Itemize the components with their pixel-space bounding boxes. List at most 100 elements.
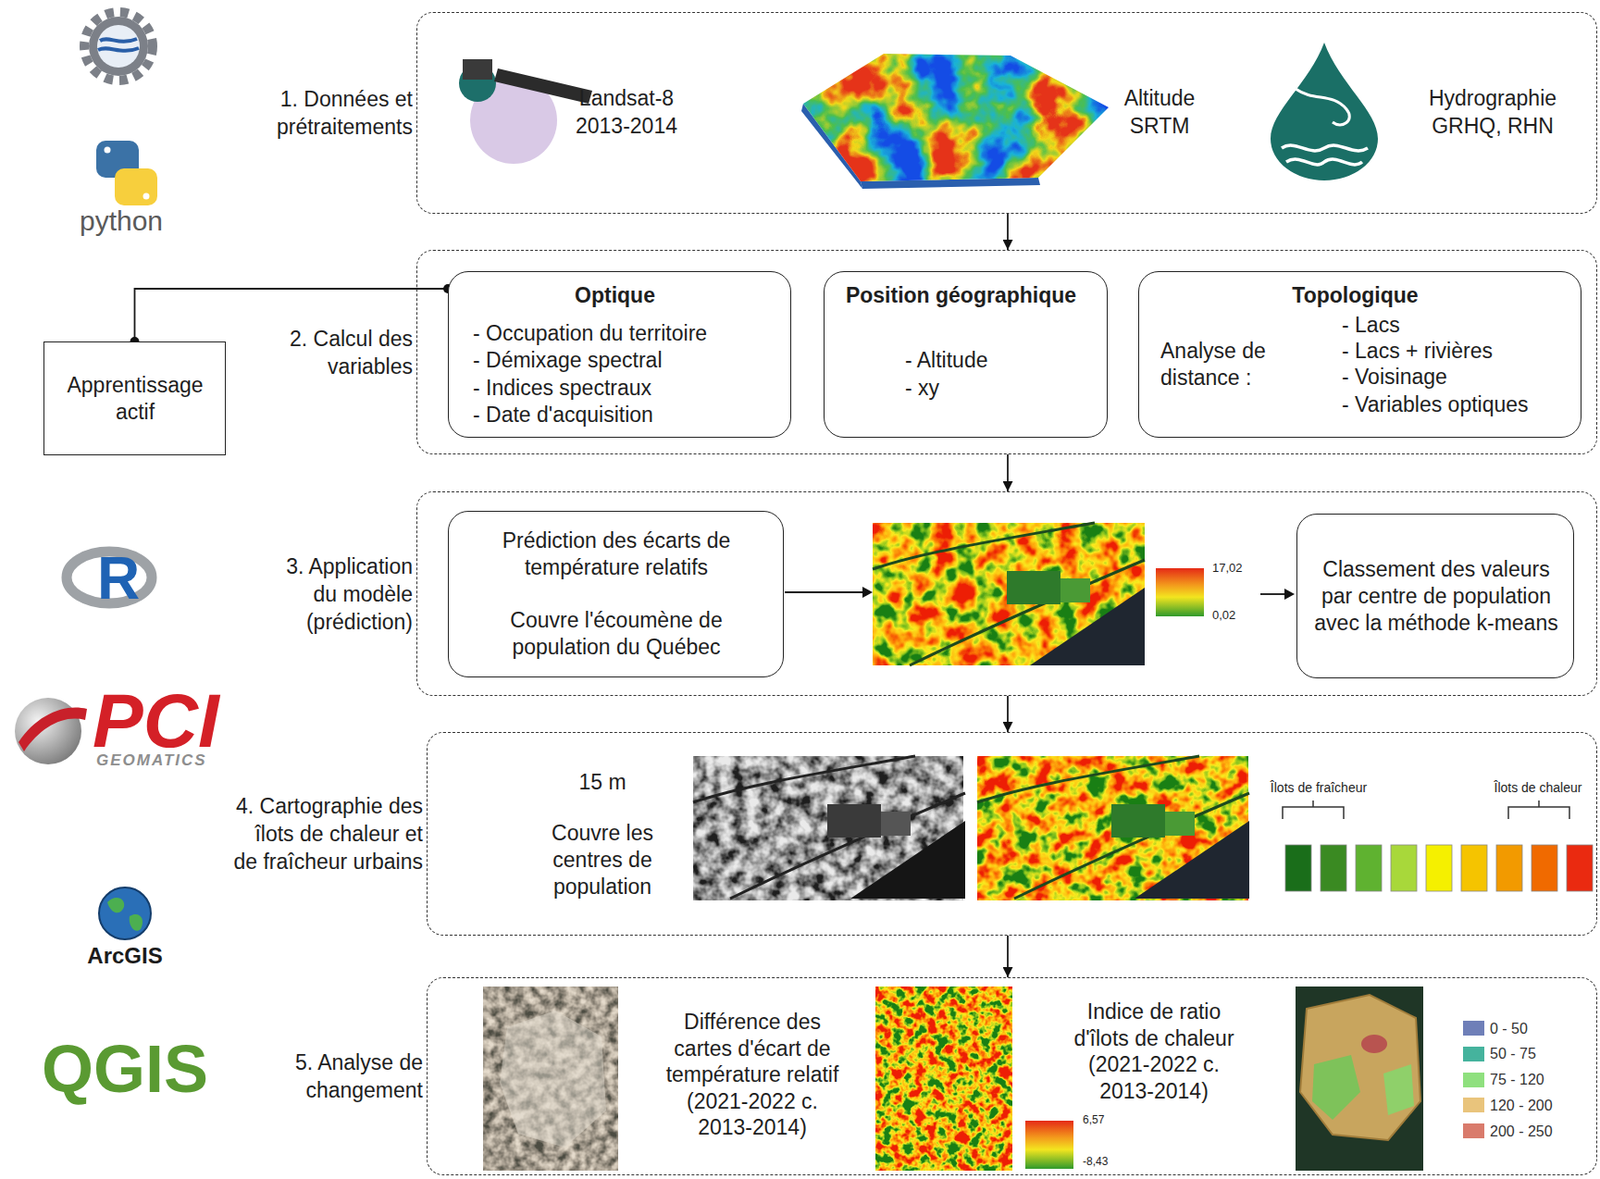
box-text: Prédiction des écarts de température rel… (477, 527, 756, 582)
python-eye (143, 193, 150, 200)
process-box: Prédiction des écarts de température rel… (447, 510, 784, 678)
text-label: Différence des cartes d'écart de tempéra… (659, 1008, 845, 1142)
python-logo (96, 140, 158, 206)
arrow-line (784, 591, 865, 594)
ratio-ground (1295, 986, 1424, 1171)
swatch (1285, 844, 1312, 892)
gear-teeth (84, 12, 153, 81)
text-label: PCI (92, 682, 220, 759)
box-text: - Variables optiques (1341, 391, 1568, 419)
text-label: python (56, 205, 187, 237)
text-label: 15 m (556, 768, 649, 796)
step-label: 2. Calcul des variables (273, 324, 413, 381)
class-brackets (1282, 800, 1570, 819)
swatch (1566, 844, 1593, 892)
process-box: Classement des valeurs par centre de pop… (1296, 513, 1575, 679)
class-swatches (1285, 844, 1593, 892)
gear-waves (98, 38, 139, 51)
python-yellow (114, 168, 158, 206)
legend-text: 0 - 50 (1489, 1019, 1528, 1038)
satellite-box (462, 59, 493, 80)
box-text: - Voisinage (1341, 363, 1568, 391)
box-heading: Position géographique (824, 282, 1098, 310)
connector (1006, 454, 1009, 492)
box-heading: Topologique (1139, 282, 1572, 310)
step-band: 1. Données et prétraitements (416, 12, 1598, 214)
ratio-patch (1312, 1054, 1361, 1120)
grey-image (693, 756, 966, 901)
legend-swatch (1463, 1123, 1485, 1139)
connector (1006, 213, 1009, 250)
difference-map (875, 986, 1013, 1171)
gear-body (88, 16, 149, 76)
gear-logo (84, 12, 153, 81)
drop-waves (1281, 145, 1368, 165)
step-band: 2. Calcul des variablesOptique- Occupati… (416, 249, 1598, 455)
text-label: Indice de ratio d'îlots de chaleur (2021… (1066, 998, 1242, 1104)
legend-swatch (1463, 1072, 1485, 1088)
color-ramp (1025, 1120, 1074, 1169)
heat-map (977, 756, 1250, 901)
box-text: Couvre l'écoumène de population du Québe… (477, 607, 756, 661)
text-label: 17,02 (1212, 560, 1243, 576)
step-band: 5. Analyse de changement (426, 977, 1598, 1176)
ratio-hotspot (1361, 1034, 1388, 1054)
satellite-photo (483, 986, 619, 1171)
swatch (1390, 844, 1417, 892)
step-band: 3. Application du modèle (prédiction)Pré… (416, 491, 1598, 696)
ratio-patch (1383, 1064, 1414, 1116)
step-label: 3. Application du modèle (prédiction) (278, 552, 413, 636)
heat-raster (872, 522, 1145, 666)
text-label: Hydrographie GRHQ, RHN (1418, 84, 1567, 140)
legend-text: 75 - 120 (1489, 1070, 1545, 1089)
swatch (1320, 844, 1347, 892)
swatch (1426, 844, 1452, 892)
box-text: - Démixage spectral (472, 347, 778, 374)
connector (1006, 695, 1009, 732)
swatch (1531, 844, 1558, 892)
text-label: -8,43 (1082, 1154, 1108, 1169)
heat-raster (977, 756, 1249, 901)
drop-river (1295, 88, 1350, 125)
box-text: - Altitude (905, 347, 1094, 374)
box-text: - Lacs + rivières (1341, 337, 1568, 365)
step-label: 5. Analyse de changement (284, 1048, 423, 1104)
arrow-line (1260, 593, 1287, 596)
python-eye (104, 147, 112, 154)
box-text: Apprentissage actif (56, 372, 214, 426)
process-box: Apprentissage actif (43, 341, 226, 456)
arcgis-land (107, 897, 143, 931)
process-box: Position géographique - Altitude- xy (823, 271, 1108, 438)
heat-map (872, 522, 1145, 666)
text-label: ArcGIS (60, 942, 190, 969)
text-label: Landsat-8 2013-2014 (569, 84, 685, 140)
swatch (1355, 844, 1382, 892)
box-heading: Optique (448, 282, 782, 310)
photo-raster (483, 986, 619, 1171)
text-label: Îlots de fraîcheur (1244, 779, 1393, 796)
legend-text: 50 - 75 (1489, 1044, 1537, 1063)
ratio-area (1300, 994, 1421, 1141)
swatch (1461, 844, 1488, 892)
box-text: - Occupation du territoire (472, 320, 778, 348)
satellite-icon (458, 59, 593, 164)
box-text: - xy (905, 374, 1094, 402)
legend-text: 200 - 250 (1489, 1122, 1553, 1141)
map-features (872, 522, 1145, 666)
flow-arrow (784, 586, 1295, 600)
text-label: GEOMATICS (96, 751, 208, 770)
pci-swoosh (18, 707, 87, 753)
text-label: 6,57 (1082, 1113, 1104, 1128)
legend-swatch (1463, 1046, 1485, 1062)
text-label: QGIS (23, 1031, 227, 1106)
pci-logo (14, 697, 87, 765)
arrow-head (862, 586, 873, 598)
color-ramp (1155, 568, 1204, 617)
swatch (1496, 844, 1523, 892)
photo-area (499, 1010, 607, 1148)
water-drop-icon (1270, 42, 1378, 181)
satellite-panel (494, 68, 593, 104)
map-features (977, 756, 1250, 899)
legend-swatch (1463, 1097, 1485, 1113)
terrain-model (795, 46, 1113, 189)
